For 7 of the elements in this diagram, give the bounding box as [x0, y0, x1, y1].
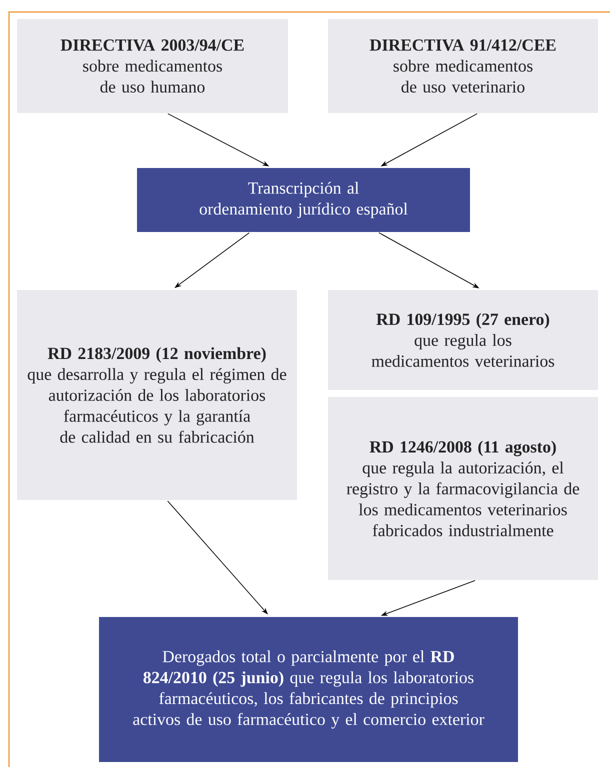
- process-box: Transcripción al ordenamiento jurídico español: [137, 168, 470, 232]
- source-box: DIRECTIVA 2003/94/CE sobre medicamentos de uso humano: [17, 19, 288, 113]
- decree-box: RD 109/1995 (27 enero) que regula los medicamentos veterinarios: [328, 290, 598, 390]
- decree-box: RD 2183/2009 (12 noviembre) que desarrolla y regula el régimen de autorización de los laboratorios farmacéuticos y la garantía de calidad en su fabricación: [17, 290, 297, 500]
- result-box: Derogados total o parcialmente por el RD 824/2010 (25 junio) que regula los laboratorios farmacéuticos, los fabricantes de principios activos de uso farmacéutico y el comercio exterior: [99, 617, 518, 762]
- source-box: DIRECTIVA 91/412/CEE sobre medicamentos de uso veterinario: [328, 19, 598, 113]
- decree-box: RD 1246/2008 (11 agosto) que regula la autorización, el registro y la farmacovigilancia de los medicamentos veterinarios fabricados industrialmente: [328, 397, 598, 580]
